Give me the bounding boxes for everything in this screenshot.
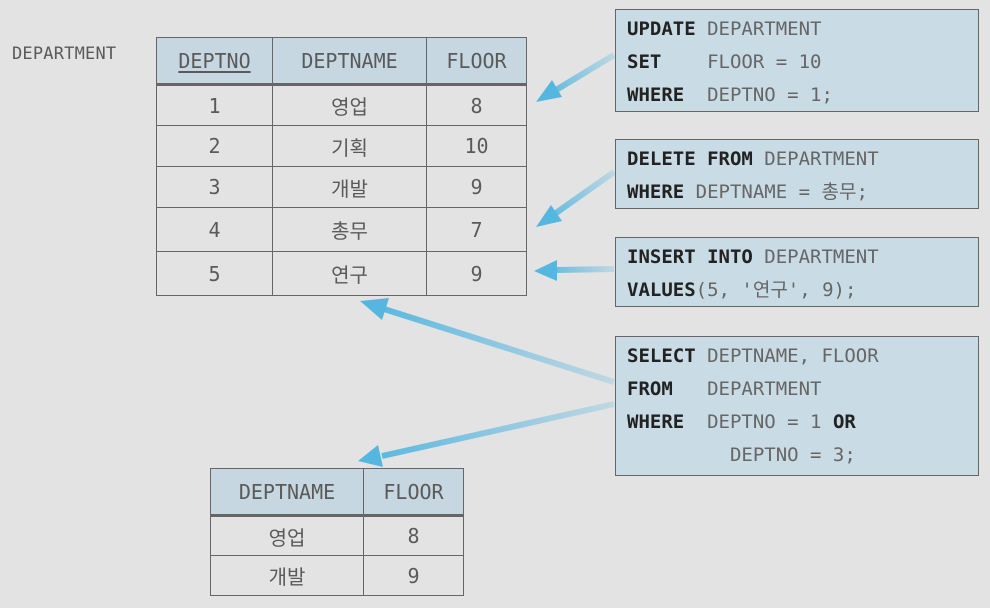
sql-keyword: DELETE FROM (627, 148, 753, 170)
table-row: 2 기획 10 (156, 125, 527, 167)
sql-text: DEPTNAME = 총무; (695, 181, 868, 203)
header-floor: FLOOR (363, 468, 464, 517)
table-row: 4 총무 7 (156, 207, 527, 252)
sql-line: DEPTNO = 3; (627, 439, 978, 472)
cell-deptno: 2 (156, 125, 273, 167)
update-statement-box: UPDATE DEPARTMENT SET FLOOR = 10 WHERE D… (615, 9, 979, 112)
sql-keyword: SET (627, 51, 662, 73)
cell-deptno: 4 (156, 207, 273, 252)
sql-text: FLOOR = 10 (707, 51, 822, 73)
table-row: 5 연구 9 (156, 251, 527, 296)
cell-floor: 9 (363, 555, 464, 596)
table-header-row: DEPTNAME FLOOR (210, 468, 464, 517)
sql-line: WHERE DEPTNAME = 총무; (627, 176, 978, 209)
cell-deptno: 5 (156, 251, 273, 296)
sql-text: DEPTNO = 1; (707, 84, 833, 106)
arrow-select-result (358, 401, 615, 467)
sql-keyword: SELECT (627, 345, 696, 367)
sql-text: DEPTNO = 1 (707, 411, 833, 433)
sql-text: DEPARTMENT (764, 246, 879, 268)
sql-line: SELECT DEPTNAME, FLOOR (627, 340, 978, 373)
sql-line: VALUES(5, '연구', 9); (627, 274, 978, 307)
sql-line: DELETE FROM DEPARTMENT (627, 143, 978, 176)
cell-deptno: 3 (156, 166, 273, 208)
sql-keyword: INSERT INTO (627, 246, 753, 268)
cell-deptname: 총무 (272, 207, 427, 252)
result-table: DEPTNAME FLOOR 영업 8 개발 9 (210, 468, 464, 596)
department-table: DEPTNO DEPTNAME FLOOR 1 영업 8 2 기획 10 3 개… (156, 37, 527, 296)
sql-line: INSERT INTO DEPARTMENT (627, 241, 978, 274)
cell-deptname: 기획 (272, 125, 427, 167)
insert-statement-box: INSERT INTO DEPARTMENT VALUES(5, '연구', 9… (615, 237, 979, 307)
sql-line: FROM DEPARTMENT (627, 373, 978, 406)
sql-keyword: WHERE (627, 411, 685, 433)
cell-deptname: 영업 (210, 515, 364, 556)
cell-floor: 8 (363, 515, 464, 556)
cell-floor: 9 (426, 166, 527, 208)
cell-deptname: 개발 (210, 555, 364, 596)
sql-text: (5, '연구', 9); (695, 279, 857, 301)
sql-keyword: WHERE (627, 181, 685, 203)
arrow-select-source (360, 298, 615, 385)
sql-keyword: VALUES (627, 279, 696, 301)
arrow-delete (536, 169, 616, 227)
cell-deptname: 개발 (272, 166, 427, 208)
cell-floor: 10 (426, 125, 527, 167)
arrow-insert (534, 260, 615, 281)
cell-floor: 7 (426, 207, 527, 252)
arrow-update (536, 52, 616, 102)
table-row: 영업 8 (210, 515, 464, 556)
table-row: 3 개발 9 (156, 166, 527, 208)
sql-line: UPDATE DEPARTMENT (627, 13, 978, 46)
cell-deptname: 영업 (272, 84, 427, 126)
header-deptname: DEPTNAME (210, 468, 364, 517)
sql-text: DEPTNO = 3; (729, 444, 856, 466)
relation-name-label: DEPARTMENT (12, 44, 117, 64)
sql-keyword: FROM (627, 378, 673, 400)
sql-text: DEPARTMENT (707, 18, 822, 40)
table-header-row: DEPTNO DEPTNAME FLOOR (156, 37, 527, 86)
sql-keyword: OR (832, 411, 856, 433)
delete-statement-box: DELETE FROM DEPARTMENT WHERE DEPTNAME = … (615, 139, 979, 209)
header-deptname: DEPTNAME (272, 37, 427, 86)
sql-line: WHERE DEPTNO = 1; (627, 79, 978, 112)
sql-text: DEPARTMENT (764, 148, 879, 170)
table-row: 개발 9 (210, 555, 464, 596)
cell-deptname: 연구 (272, 251, 427, 296)
sql-text: DEPTNAME, FLOOR (707, 345, 879, 367)
sql-keyword: WHERE (627, 84, 685, 106)
sql-line: WHERE DEPTNO = 1 OR (627, 406, 978, 439)
header-floor: FLOOR (426, 37, 527, 86)
select-statement-box: SELECT DEPTNAME, FLOOR FROM DEPARTMENT W… (615, 336, 979, 476)
sql-text: DEPARTMENT (707, 378, 822, 400)
sql-keyword: UPDATE (627, 18, 696, 40)
sql-line: SET FLOOR = 10 (627, 46, 978, 79)
cell-floor: 9 (426, 251, 527, 296)
